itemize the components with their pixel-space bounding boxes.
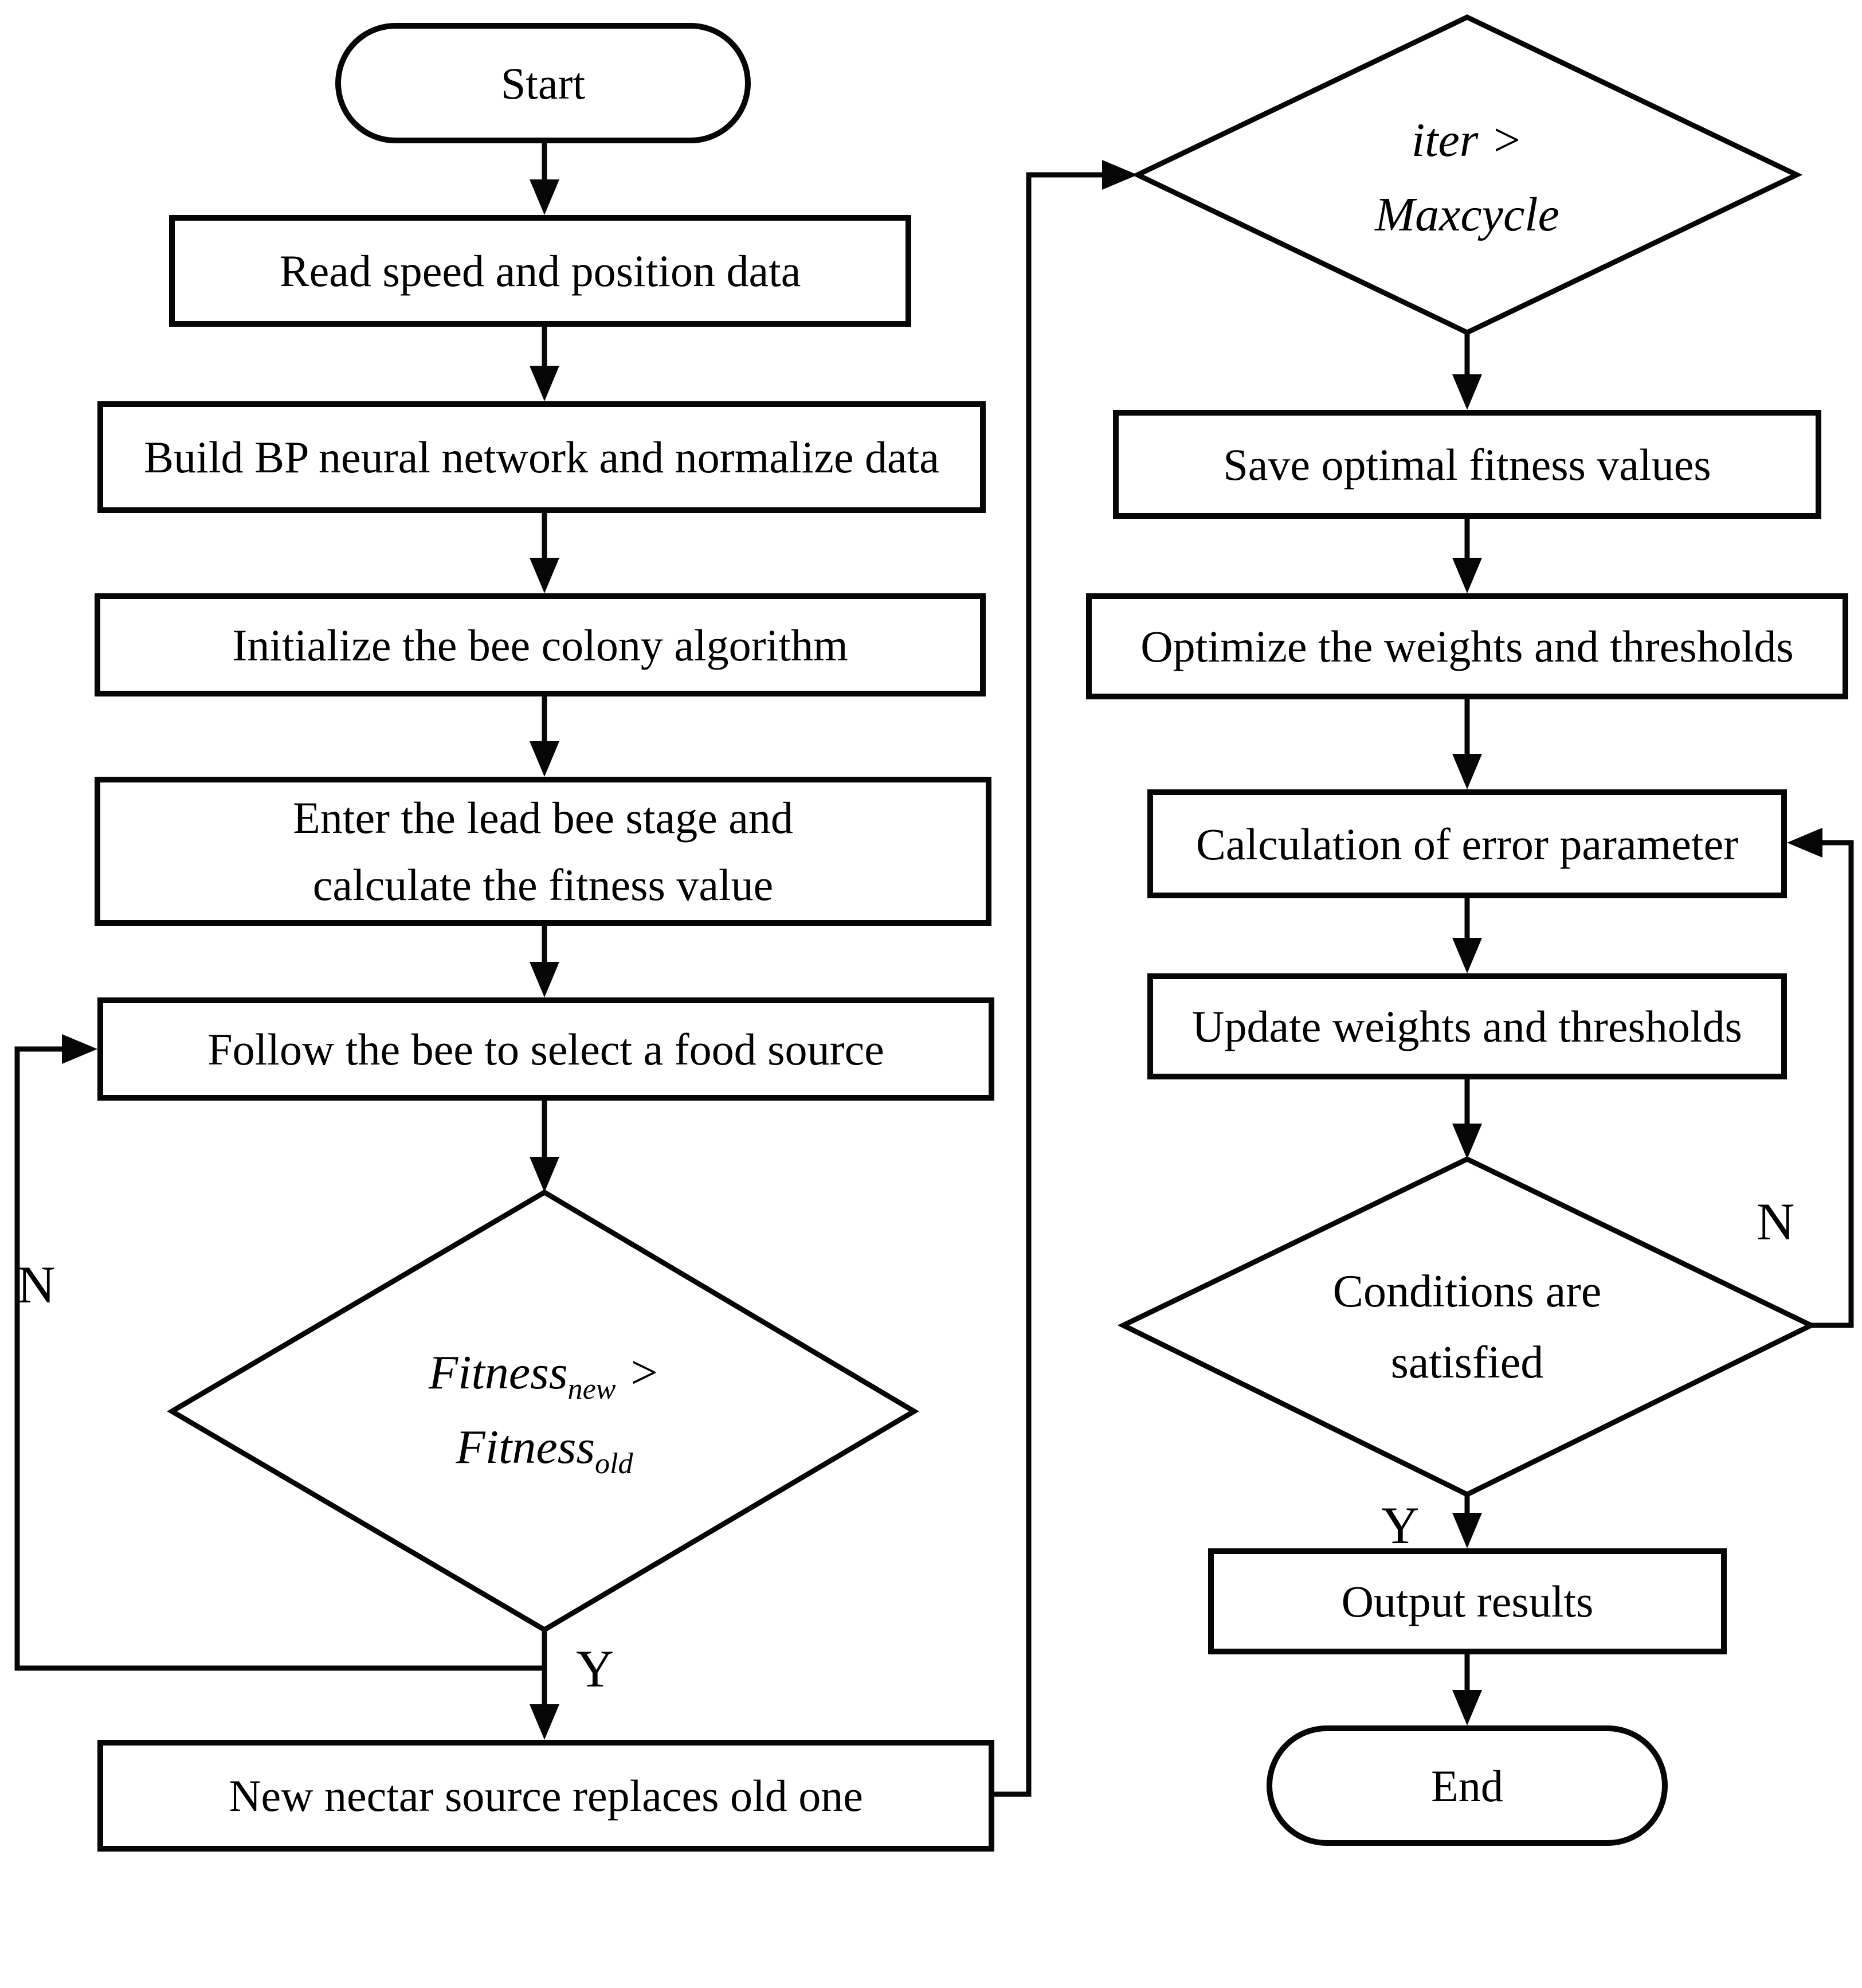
arrow-calc-to-update xyxy=(1452,898,1482,973)
node-lead-bee-line2: calculate the fitness value xyxy=(312,860,774,910)
edge-label-fitness-no: N xyxy=(17,1255,56,1314)
node-new-nectar-label: New nectar source replaces old one xyxy=(229,1771,863,1821)
arrow-conditions-yes-to-output xyxy=(1452,1494,1482,1548)
node-output-results: Output results xyxy=(1208,1548,1727,1654)
node-save-fitness: Save optimal fitness values xyxy=(1113,410,1821,519)
node-read-data-label: Read speed and position data xyxy=(279,246,801,296)
node-lead-bee-stage: Enter the lead bee stage and calculate t… xyxy=(95,777,991,926)
connector-nectar-to-iter xyxy=(994,160,1138,1797)
arrow-read-to-build xyxy=(530,327,559,401)
edge-label-conditions-no: N xyxy=(1757,1192,1795,1251)
node-optimize-weights: Optimize the weights and thresholds xyxy=(1086,593,1848,699)
diamond-conditions-decision xyxy=(1117,1156,1817,1498)
node-calc-error: Calculation of error parameter xyxy=(1147,789,1787,898)
node-save-fitness-label: Save optimal fitness values xyxy=(1223,439,1711,490)
arrow-start-to-read xyxy=(530,143,559,215)
node-output-results-label: Output results xyxy=(1341,1576,1594,1626)
node-follow-bee-label: Follow the bee to select a food source xyxy=(207,1024,884,1074)
node-build-network: Build BP neural network and normalize da… xyxy=(97,401,986,513)
node-lead-bee-stage-label: Enter the lead bee stage and calculate t… xyxy=(293,784,793,918)
node-update-weights: Update weights and thresholds xyxy=(1147,973,1787,1079)
arrow-lead-to-follow xyxy=(530,926,559,997)
diamond-iter-decision xyxy=(1131,14,1803,335)
arrow-output-to-end xyxy=(1452,1654,1482,1725)
diamond-fitness-decision xyxy=(167,1189,919,1633)
loop-conditions-no-to-calc xyxy=(1787,828,1854,1328)
node-end-label: End xyxy=(1431,1760,1503,1811)
arrow-optimize-to-calc xyxy=(1452,699,1482,789)
node-start: Start xyxy=(335,23,751,143)
node-initialize-colony: Initialize the bee colony algorithm xyxy=(95,593,986,696)
node-update-weights-label: Update weights and thresholds xyxy=(1192,1001,1742,1051)
node-end: End xyxy=(1267,1725,1668,1846)
node-new-nectar: New nectar source replaces old one xyxy=(97,1740,994,1852)
arrow-fitness-yes-to-nectar xyxy=(530,1630,559,1740)
node-follow-bee: Follow the bee to select a food source xyxy=(97,997,994,1101)
node-build-network-label: Build BP neural network and normalize da… xyxy=(144,432,939,482)
edge-label-fitness-yes: Y xyxy=(576,1639,614,1698)
loop-fitness-no-to-follow xyxy=(14,1034,544,1671)
arrow-update-to-conditions xyxy=(1452,1079,1482,1159)
arrow-build-to-init xyxy=(530,513,559,593)
arrow-init-to-lead xyxy=(530,696,559,777)
node-initialize-colony-label: Initialize the bee colony algorithm xyxy=(232,620,848,670)
edge-label-conditions-yes: Y xyxy=(1381,1496,1420,1555)
node-read-data: Read speed and position data xyxy=(169,215,911,327)
arrow-iter-to-save xyxy=(1452,332,1482,410)
arrow-follow-to-fitness xyxy=(530,1101,559,1192)
node-calc-error-label: Calculation of error parameter xyxy=(1195,819,1739,869)
arrow-save-to-optimize xyxy=(1452,519,1482,593)
node-start-label: Start xyxy=(500,58,586,108)
node-lead-bee-line1: Enter the lead bee stage and xyxy=(293,793,793,843)
node-optimize-weights-label: Optimize the weights and thresholds xyxy=(1140,621,1794,671)
